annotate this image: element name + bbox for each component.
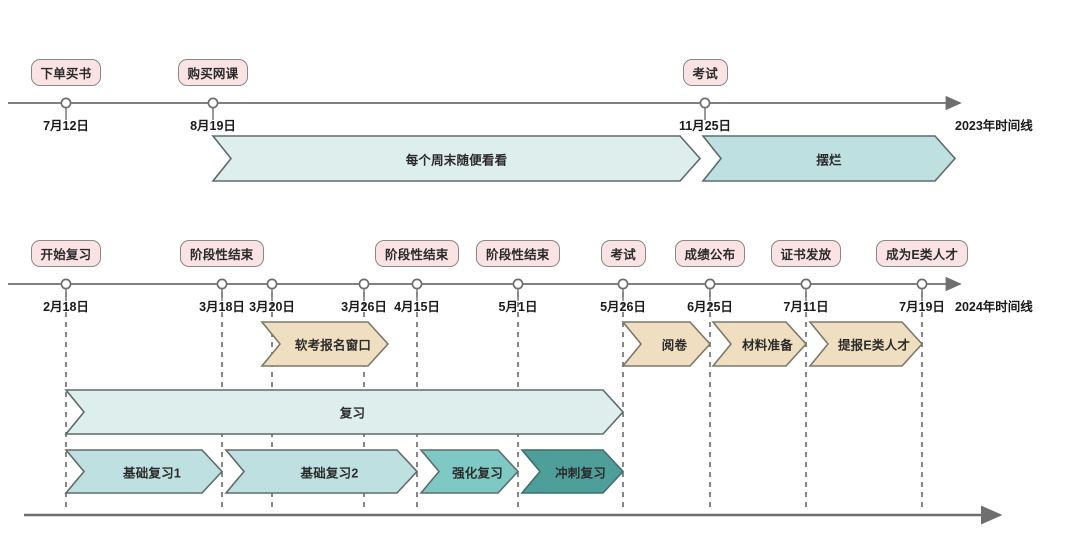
date-label-2023-2: 11月25日 [678, 119, 732, 133]
bar-review-phases-row-1[interactable] [224, 449, 419, 494]
milestone-pill-2023-0[interactable]: 下单买书 [30, 59, 102, 86]
milestone-pill-2024-8[interactable]: 证书发放 [770, 240, 842, 267]
bar-registration-and-process-row-2[interactable] [711, 321, 808, 367]
milestone-pill-2024-5[interactable]: 阶段性结束 [476, 240, 560, 267]
bar-overall-review-row-0[interactable] [64, 389, 625, 435]
milestone-pill-2023-1[interactable]: 购买网课 [177, 59, 249, 86]
date-label-2024-9: 7月19日 [899, 300, 945, 314]
milestone-pill-2024-7[interactable]: 成绩公布 [674, 240, 746, 267]
axis-tick-2024-6[interactable] [617, 278, 629, 290]
milestone-pill-2024-6[interactable]: 考试 [600, 240, 646, 267]
bar-review-phases-row-0[interactable] [64, 449, 224, 494]
bar-review-phases-row-3[interactable] [520, 449, 625, 494]
bar-2023-0[interactable] [211, 135, 702, 182]
date-label-2024-7: 6月25日 [687, 300, 733, 314]
axis-tick-2024-4[interactable] [411, 278, 423, 290]
axis-tick-2023-0[interactable] [60, 97, 72, 109]
axis-tick-2024-3[interactable] [358, 278, 370, 290]
milestone-pill-2024-0[interactable]: 开始复习 [30, 240, 102, 267]
axis-tick-2023-1[interactable] [207, 97, 219, 109]
date-label-2024-4: 4月15日 [394, 300, 440, 314]
axis-name-2024: 2024年时间线 [955, 300, 1033, 314]
bar-registration-and-process-row-3[interactable] [808, 321, 924, 367]
svg-shapes [8, 95, 1003, 525]
axis-tick-2024-8[interactable] [800, 278, 812, 290]
date-label-2024-0: 2月18日 [43, 300, 89, 314]
milestone-pill-2024-1[interactable]: 阶段性结束 [180, 240, 264, 267]
axis-tick-2024-5[interactable] [512, 278, 524, 290]
axis-tick-2024-1[interactable] [216, 278, 228, 290]
date-label-2024-3: 3月26日 [341, 300, 387, 314]
milestone-pill-2024-9[interactable]: 成为E类人才 [876, 240, 969, 267]
axis-tick-2024-2[interactable] [266, 278, 278, 290]
milestone-pill-2023-2[interactable]: 考试 [682, 59, 728, 86]
date-label-2023-1: 8月19日 [190, 119, 236, 133]
milestone-pill-2024-4[interactable]: 阶段性结束 [375, 240, 459, 267]
axis-tick-2024-0[interactable] [60, 278, 72, 290]
date-label-2024-2: 3月20日 [249, 300, 295, 314]
axis-tick-2024-9[interactable] [916, 278, 928, 290]
axis-tick-2023-2[interactable] [699, 97, 711, 109]
bar-registration-and-process-row-0[interactable] [260, 321, 390, 367]
axis-tick-2024-7[interactable] [704, 278, 716, 290]
date-label-2024-6: 5月26日 [600, 300, 646, 314]
bar-review-phases-row-2[interactable] [419, 449, 520, 494]
bar-registration-and-process-row-1[interactable] [621, 321, 712, 367]
axis-name-2023: 2023年时间线 [955, 119, 1033, 133]
date-label-2024-8: 7月11日 [783, 300, 829, 314]
date-label-2024-1: 3月18日 [199, 300, 245, 314]
date-label-2023-0: 7月12日 [43, 119, 89, 133]
bar-2023-1[interactable] [701, 135, 957, 182]
date-label-2024-5: 5月1日 [498, 300, 538, 314]
